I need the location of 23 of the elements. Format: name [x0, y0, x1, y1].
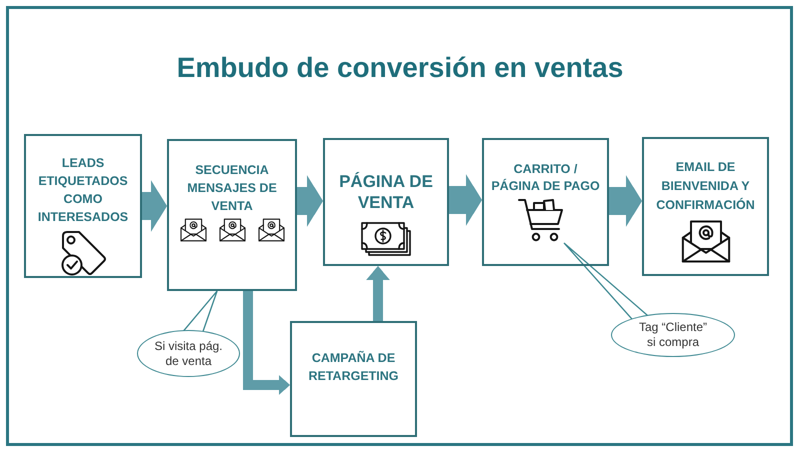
- step-label: CARRITO / PÁGINA DE PAGO: [490, 161, 601, 195]
- process-box: [323, 138, 449, 266]
- step-label: CAMPAÑA DE RETARGETING: [307, 350, 400, 385]
- process-box: [167, 139, 297, 291]
- step-label: PÁGINA DE VENTA: [338, 171, 434, 213]
- block-arrow: [243, 291, 290, 395]
- callout-text: Tag “Cliente” si compra: [638, 320, 708, 350]
- diagram-title: Embudo de conversión en ventas: [176, 52, 624, 84]
- block-arrow: [297, 175, 323, 227]
- cart-icon: [518, 197, 564, 243]
- process-box: [482, 138, 609, 266]
- block-arrow: [142, 180, 167, 232]
- callout-text: Si visita pág. de venta: [153, 338, 224, 368]
- process-box: [642, 137, 769, 276]
- block-arrow: [609, 175, 642, 227]
- block-arrow: [366, 266, 390, 321]
- step-label: SECUENCIA MENSAJES DE VENTA: [186, 162, 278, 215]
- step-label: LEADS ETIQUETADOS COMO INTERESADOS: [36, 155, 130, 226]
- block-arrow: [449, 174, 482, 226]
- speech-bubble: [137, 330, 240, 377]
- step-label: EMAIL DE BIENVENIDA Y CONFIRMACIÓN: [655, 159, 756, 214]
- process-box: [290, 321, 417, 437]
- process-box: [24, 134, 142, 278]
